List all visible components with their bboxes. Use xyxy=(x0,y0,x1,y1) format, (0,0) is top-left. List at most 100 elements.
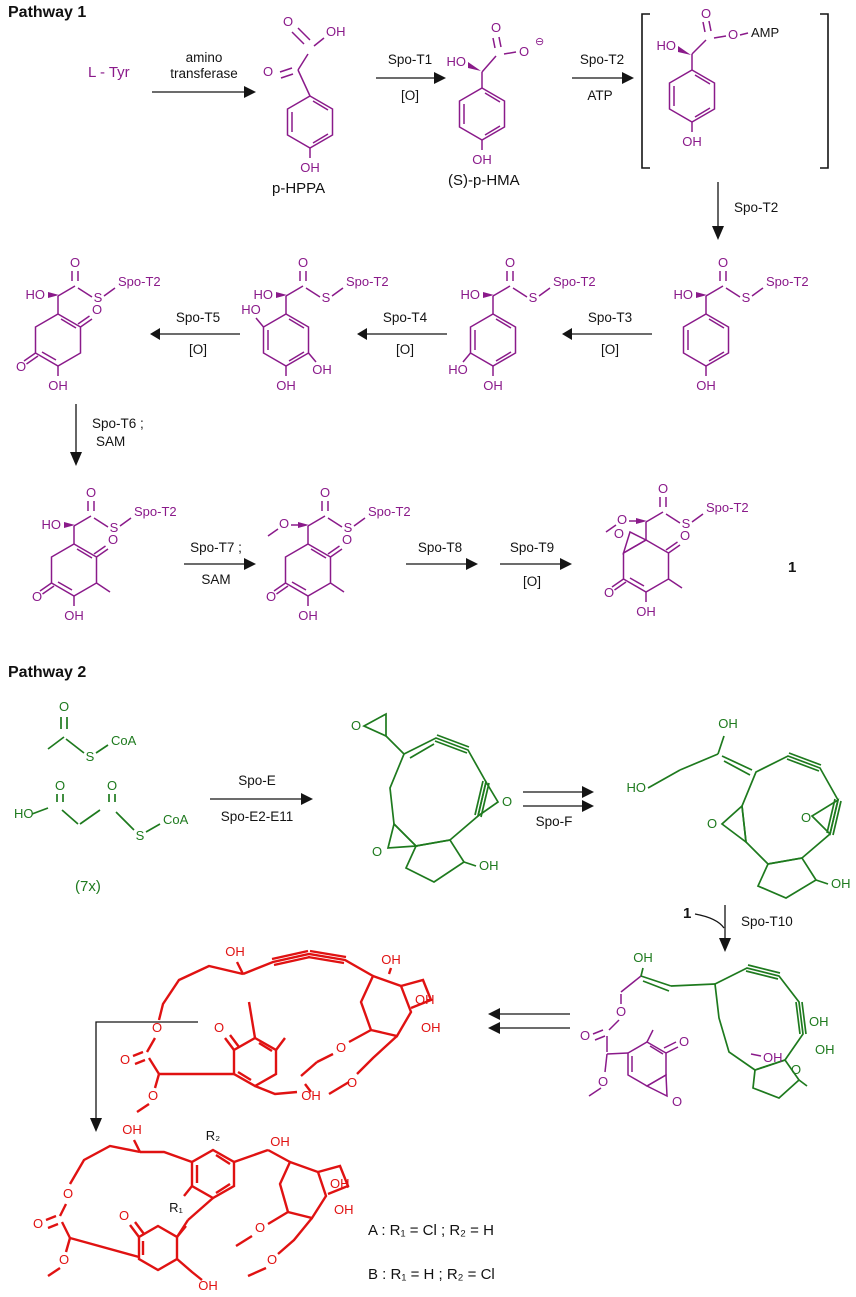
atom-o: O xyxy=(107,778,117,793)
arrow-shaft xyxy=(488,1008,570,1034)
arrow-shaft xyxy=(90,1021,198,1132)
structure-phenol-thioester: HO O S Spo-T2 OH xyxy=(674,255,809,393)
carrier-label-spo-t2: Spo-T2 xyxy=(118,274,161,289)
structure-final-product: OH R₂ R₁ OH O O O O OH OH O O OH xyxy=(33,1122,354,1293)
carrier-label-spo-t2: Spo-T2 xyxy=(368,504,411,519)
enzyme-label-spo-t4: Spo-T4 xyxy=(383,310,428,325)
atom-r2: R₂ xyxy=(206,1128,220,1143)
atom-s: S xyxy=(742,290,751,305)
atom-o: O xyxy=(119,1208,129,1223)
arrow-shaft xyxy=(523,786,594,812)
atom-oh: OH xyxy=(225,944,245,959)
atom-oh: OH xyxy=(479,858,499,873)
structure-methylquinone-thioester: HO O S Spo-T2 O O OH xyxy=(32,485,177,623)
atom-o-methoxy: O xyxy=(279,516,289,531)
structure-enediyne-core: O O O OH xyxy=(351,712,512,883)
atom-oh: OH xyxy=(298,608,318,623)
atom-o-methoxy: O xyxy=(148,1088,158,1103)
atom-oh: OH xyxy=(334,1202,354,1217)
atom-s: S xyxy=(110,520,119,535)
atom-o: O xyxy=(701,6,711,21)
atom-o: O xyxy=(70,255,80,270)
atom-ho: HO xyxy=(26,287,46,302)
atom-o: O xyxy=(491,20,501,35)
arrow-shaft xyxy=(357,328,447,340)
arrow-spo-t3: Spo-T3 [O] xyxy=(562,310,652,357)
bonds xyxy=(647,735,842,899)
pathway1-header: Pathway 1 xyxy=(8,4,87,21)
atom-oh: OH xyxy=(270,1134,290,1149)
enzyme-label-spo-t2: Spo-T2 xyxy=(734,200,778,215)
structure-compound-1: O O O S Spo-T2 O O OH 1 xyxy=(604,481,796,619)
compound-label-p-hppa: p-HPPA xyxy=(272,180,326,197)
enzyme-label-spo-f: Spo-F xyxy=(536,814,573,829)
atom-ho: HO xyxy=(42,517,62,532)
atom-o: O xyxy=(604,585,614,600)
atom-ho: HO xyxy=(447,54,467,69)
enzyme-label-transferase: transferase xyxy=(170,66,238,81)
legend-line-a: A : R₁ = Cl ; R₂ = H xyxy=(368,1222,494,1239)
atom-oh: OH xyxy=(483,378,503,393)
structure-acetyl-coa: O S CoA xyxy=(47,699,137,764)
atom-o: O xyxy=(298,255,308,270)
cofactor-label-ox: [O] xyxy=(396,342,414,357)
atom-o: O xyxy=(320,485,330,500)
atom-o: O xyxy=(505,255,515,270)
enzyme-label-spo-t7: Spo-T7 ; xyxy=(190,540,242,555)
atom-oh: OH xyxy=(64,608,84,623)
atom-o-methoxy: O xyxy=(59,1252,69,1267)
atom-coa: CoA xyxy=(163,812,189,827)
legend-line-b: B : R₁ = H ; R₂ = Cl xyxy=(368,1266,495,1283)
arrow-spo-t10: 1 Spo-T10 xyxy=(683,905,793,952)
arrow-shaft xyxy=(712,182,724,240)
atom-o: O xyxy=(55,778,65,793)
atom-o: O xyxy=(263,64,273,79)
bonds xyxy=(279,27,334,158)
bonds xyxy=(605,497,704,602)
atom-o: O xyxy=(519,44,529,59)
atom-ho: HO xyxy=(241,302,261,317)
atom-o-epoxide: O xyxy=(351,718,361,733)
arrow-shaft xyxy=(500,558,572,570)
atom-o: O xyxy=(679,1034,689,1049)
carrier-label-spo-t2: Spo-T2 xyxy=(766,274,809,289)
arrow-shaft xyxy=(562,328,652,340)
atom-oh: OH xyxy=(696,378,716,393)
atom-ho: HO xyxy=(254,287,274,302)
structure-dihydroxy-thioester: HO O S Spo-T2 HO OH xyxy=(448,255,595,393)
enzyme-label-spo-e: Spo-E xyxy=(238,773,276,788)
bonds-purple xyxy=(588,975,762,1098)
atom-o: O xyxy=(214,1020,224,1035)
atom-o: O xyxy=(283,14,293,29)
atom-oh: OH xyxy=(198,1278,218,1293)
atom-o-methoxy: O xyxy=(617,512,627,527)
cofactor-label-atp: ATP xyxy=(587,88,612,103)
atom-o: O xyxy=(336,1040,346,1055)
atom-oh: OH xyxy=(831,876,851,891)
atom-s: S xyxy=(682,516,691,531)
atom-o: O xyxy=(266,589,276,604)
atom-oh: OH xyxy=(472,152,492,167)
cofactor-label-ox: [O] xyxy=(523,574,541,589)
atom-oh: OH xyxy=(421,1020,441,1035)
atom-o-epoxide: O xyxy=(614,526,624,541)
atom-o: O xyxy=(108,532,118,547)
atom-o: O xyxy=(580,1028,590,1043)
arrow-shaft xyxy=(406,558,478,570)
arrow-aminotransferase: amino transferase xyxy=(152,50,256,98)
structure-hma-amp-intermediate: HO O O AMP OH xyxy=(641,6,829,169)
arrow-spo-e: Spo-E Spo-E2-E11 xyxy=(210,773,313,824)
arrow-shaft xyxy=(210,793,313,805)
atom-s: S xyxy=(344,520,353,535)
arrow-to-final-product xyxy=(90,1021,198,1132)
bonds xyxy=(362,712,500,883)
enzyme-label-spo-t3: Spo-T3 xyxy=(588,310,632,325)
cofactor-label-ox: [O] xyxy=(189,342,207,357)
atom-oh: OH xyxy=(809,1014,829,1029)
atom-s: S xyxy=(94,290,103,305)
atom-amp: AMP xyxy=(751,25,779,40)
compound-label-s-p-hma: (S)-p-HMA xyxy=(448,172,520,189)
bonds xyxy=(23,271,116,376)
structure-malonyl-coa: HO O O S CoA xyxy=(14,778,189,843)
